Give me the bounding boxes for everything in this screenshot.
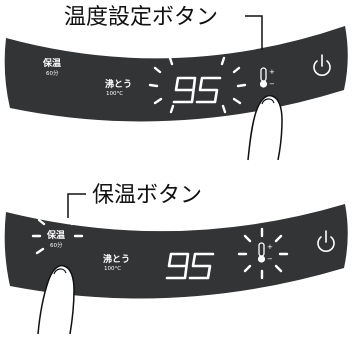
bottom-boil-sub: 100°C [104, 266, 121, 272]
bottom-keep-warm-glow [31, 210, 84, 255]
bottom-plus-sign: + [267, 243, 273, 251]
bottom-finger-icon [37, 264, 75, 335]
bottom-minus-sign: − [267, 255, 273, 263]
top-callout-label: 温度設定ボタン [64, 5, 218, 30]
top-keep-warm-sub: 60分 [46, 69, 59, 77]
bottom-temperature-glow [237, 227, 289, 280]
top-digit-display [172, 76, 222, 104]
bottom-control-panel: 保温ボタン 保温 60分 沸とう 100°C 95 [4, 183, 348, 335]
bottom-keep-warm-label[interactable]: 保温 [46, 229, 65, 241]
thermometer-icon [257, 242, 266, 263]
top-plus-sign: + [269, 68, 275, 76]
bottom-boil-label: 沸とう [103, 253, 130, 265]
thermometer-icon [259, 67, 268, 88]
top-temperature-button[interactable]: + − [259, 67, 275, 88]
top-control-panel: 温度設定ボタン 保温 60分 沸とう 100°C 95 [4, 5, 348, 161]
top-boil-sub: 100°C [106, 91, 123, 97]
bottom-digit-display [165, 252, 215, 280]
top-display-glow [148, 56, 247, 114]
top-callout-leader [245, 15, 263, 50]
bottom-keep-warm-sub: 60分 [50, 241, 63, 249]
bottom-power-icon[interactable] [317, 230, 335, 252]
bottom-temperature-button[interactable]: + − [257, 242, 273, 263]
top-finger-icon [247, 94, 283, 161]
top-keep-warm-label: 保温 [42, 57, 61, 69]
top-minus-sign: − [269, 80, 275, 88]
bottom-callout-label: 保温ボタン [92, 183, 202, 208]
bottom-callout-leader [67, 193, 86, 218]
top-power-icon[interactable] [313, 54, 331, 76]
top-boil-label: 沸とう [105, 78, 132, 90]
